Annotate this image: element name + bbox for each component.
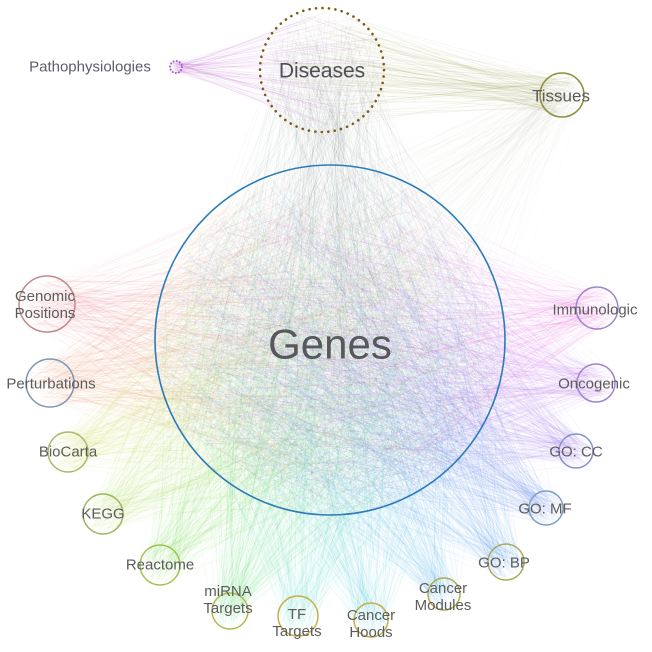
node-label-go_mf: GO: MF [518, 501, 571, 518]
node-circles [18, 6, 619, 638]
bundle-genes-go_mf [158, 177, 563, 524]
node-tissues[interactable] [539, 72, 585, 118]
node-label-perturbations: Perturbations [6, 376, 95, 393]
edge-bundles [19, 12, 618, 637]
node-go_mf[interactable] [528, 490, 564, 526]
bundle-genes-tf_targets [160, 167, 500, 636]
bundle-diseases-pathophysiologies [171, 13, 383, 127]
node-cancer_modules[interactable] [427, 577, 461, 611]
node-label-oncogenic: Oncogenic [558, 376, 630, 393]
node-diseases[interactable] [258, 6, 386, 134]
node-label-kegg: KEGG [81, 506, 124, 523]
node-mirna_targets[interactable] [211, 592, 249, 630]
node-label-diseases: Diseases [279, 60, 365, 83]
node-biocarta[interactable] [47, 431, 89, 473]
node-cancer_hoods[interactable] [353, 602, 389, 638]
node-label-immunologic: Immunologic [552, 302, 638, 319]
bundle-genes-kegg [84, 177, 503, 535]
bundle-genes-genomic_positions [19, 167, 498, 508]
node-label-reactome: Reactome [126, 557, 194, 574]
bundle-genes-biocarta [48, 180, 501, 514]
bundle-genes-go_cc [168, 176, 593, 513]
bundle-genes-perturbations [27, 167, 499, 507]
bundle-genes-tissues [161, 73, 582, 503]
node-pathophysiologies[interactable] [169, 60, 183, 74]
node-tf_targets[interactable] [277, 595, 319, 637]
bundle-genes-go_bp [173, 177, 524, 580]
bundle-genes-diseases [155, 12, 499, 511]
node-genomic_positions[interactable] [18, 275, 76, 333]
node-kegg[interactable] [82, 493, 124, 535]
bundle-genes-cancer_hoods [160, 171, 498, 637]
node-label-go_bp: GO: BP [478, 555, 530, 572]
node-genes[interactable] [154, 164, 506, 516]
bundle-genes-cancer_modules [158, 168, 498, 610]
node-label-pathophysiologies: Pathophysiologies [29, 59, 151, 76]
node-immunologic[interactable] [575, 286, 619, 330]
node-label-biocarta: BioCarta [39, 444, 98, 461]
bundle-genes-oncogenic [164, 167, 614, 514]
node-go_cc[interactable] [558, 433, 594, 469]
node-label-go_cc: GO: CC [549, 444, 603, 461]
bundle-genes-reactome [140, 167, 502, 585]
node-label-genes: Genes [268, 321, 392, 368]
node-labels: Genes Diseases PathophysiologiesTissuesGen… [6, 59, 638, 641]
node-go_bp[interactable] [487, 543, 525, 581]
bundle-genes-immunologic [158, 170, 618, 511]
node-oncogenic[interactable] [576, 363, 616, 403]
bundle-genes-mirna_targets [160, 170, 500, 629]
node-perturbations[interactable] [25, 358, 75, 408]
node-label-tissues: Tissues [532, 87, 590, 106]
node-reactome[interactable] [139, 544, 181, 586]
bundle-diseases-tissues [261, 14, 582, 129]
